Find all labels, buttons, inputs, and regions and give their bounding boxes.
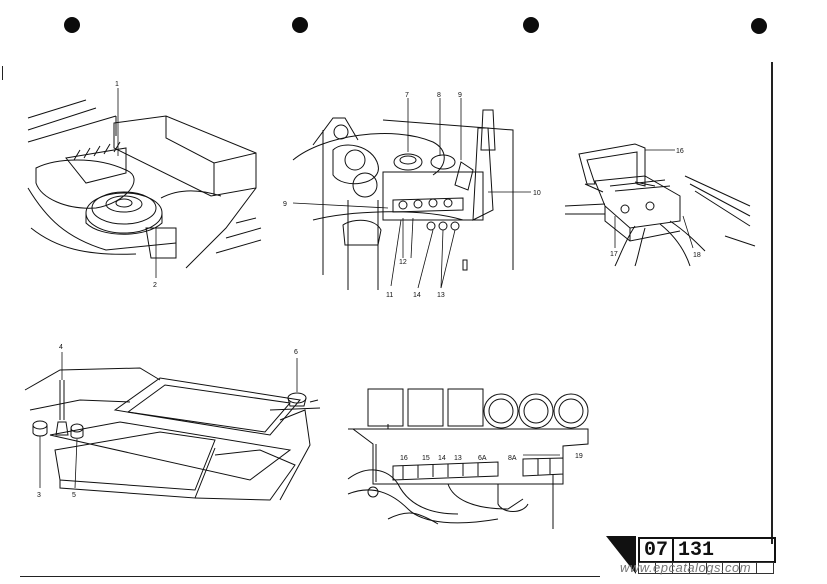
callout-label: 17 bbox=[610, 251, 618, 258]
fuse-label: 13 bbox=[454, 455, 462, 462]
callout-label: 11 bbox=[386, 292, 393, 299]
callout-label: 4 bbox=[59, 344, 63, 351]
callout-label: 18 bbox=[693, 252, 701, 259]
punch-hole bbox=[64, 17, 80, 33]
left-edge-mark bbox=[2, 66, 3, 80]
punch-hole bbox=[523, 17, 539, 33]
right-margin-line bbox=[771, 62, 773, 544]
revision-grid bbox=[638, 562, 774, 574]
callout-label: 16 bbox=[676, 148, 684, 155]
figure-dashboard-switches: 7 8 9 9 10 11 12 14 13 bbox=[283, 92, 541, 299]
fuse-label: 8A bbox=[508, 455, 517, 462]
callout-label: 1 bbox=[115, 81, 119, 88]
page-code-number: 131 bbox=[678, 538, 715, 562]
fuse-label: 14 bbox=[438, 455, 446, 462]
callout-label: 9 bbox=[458, 92, 462, 99]
publisher-logo bbox=[606, 536, 636, 574]
fuse-label: 15 bbox=[422, 455, 430, 462]
fuse-label: 16 bbox=[400, 455, 408, 462]
figure-battery-connector: 16 17 18 bbox=[564, 143, 756, 267]
figure-horn: 1 2 bbox=[27, 81, 262, 289]
callout-label: 5 bbox=[72, 492, 76, 499]
callout-label: 14 bbox=[413, 292, 421, 299]
code-divider bbox=[672, 539, 675, 561]
callout-label: 9 bbox=[283, 201, 287, 208]
figure-console-buttons: 4 6 3 5 bbox=[24, 344, 321, 501]
callout-label: 13 bbox=[437, 292, 445, 299]
callout-label: 7 bbox=[405, 92, 409, 99]
callout-label: 12 bbox=[399, 259, 407, 266]
page-code-section: 07 bbox=[644, 538, 669, 562]
callout-label: 3 bbox=[37, 492, 41, 499]
fuse-label: 6A bbox=[478, 455, 487, 462]
callout-label: 19 bbox=[575, 453, 583, 460]
watermark: www.epcatalogs.com bbox=[620, 560, 752, 575]
punch-hole bbox=[751, 18, 767, 34]
figure-fuse-box: 16 15 14 13 6A 8A 19 bbox=[347, 388, 589, 529]
callout-label: 2 bbox=[153, 282, 157, 289]
bottom-rule bbox=[20, 576, 600, 577]
callout-label: 8 bbox=[437, 92, 441, 99]
callout-label: 10 bbox=[533, 190, 541, 197]
punch-hole bbox=[292, 17, 308, 33]
callout-label: 6 bbox=[294, 349, 298, 356]
